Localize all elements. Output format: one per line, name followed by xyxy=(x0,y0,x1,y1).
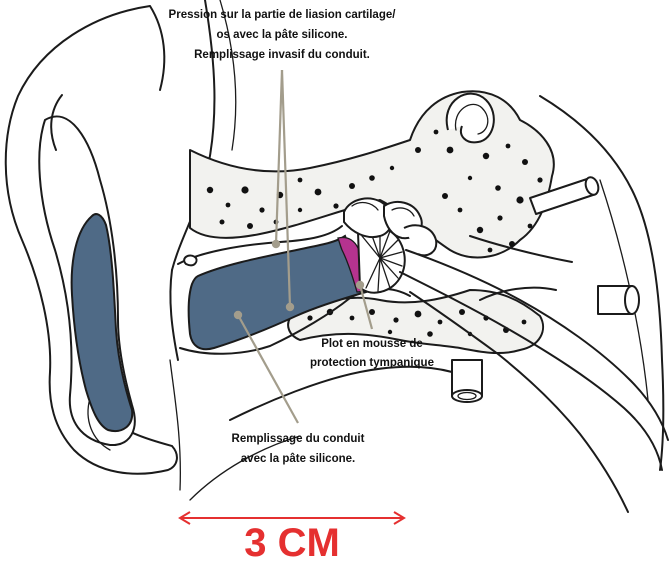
canal-cartilage-nub xyxy=(184,256,196,266)
label-fill-line2: avec la pâte silicone. xyxy=(241,453,355,465)
cut-vessel-lower xyxy=(452,360,482,402)
cut-vessel-right xyxy=(598,286,639,314)
label-foam-line2: protection tympanique xyxy=(310,357,434,369)
label-fill-line1: Remplissage du conduit xyxy=(232,433,365,445)
label-pression-line2: os avec la pâte silicone. xyxy=(216,29,347,41)
lower-bone-edge xyxy=(230,367,452,420)
label-foam-line1: Plot en mousse de xyxy=(321,338,423,350)
label-pression-line3: Remplissage invasif du conduit. xyxy=(194,49,370,61)
label-pression-line1: Pression sur la partie de liasion cartil… xyxy=(169,9,397,21)
scale-label: 3 CM xyxy=(244,521,340,562)
jaw-edge xyxy=(190,436,300,500)
